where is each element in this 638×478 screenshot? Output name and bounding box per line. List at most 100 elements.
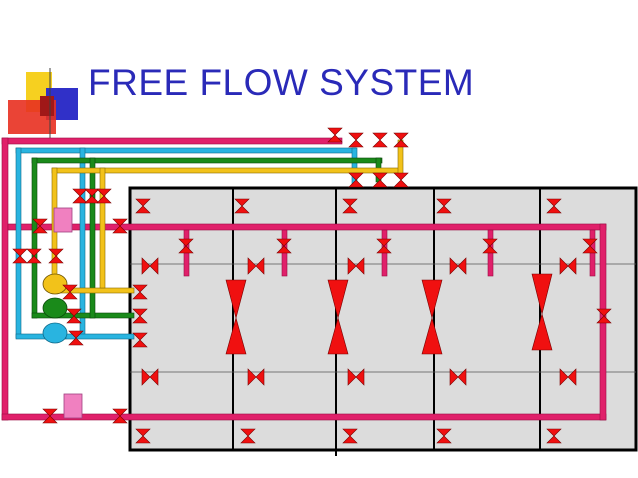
butterfly-valve-icon[interactable]	[347, 368, 365, 386]
butterfly-valve-icon[interactable]	[546, 198, 562, 214]
butterfly-valve-icon[interactable]	[347, 257, 365, 275]
nozzle-icon-1-bottom[interactable]	[225, 316, 247, 355]
butterfly-valve-icon[interactable]	[559, 368, 577, 386]
butterfly-valve-icon[interactable]	[234, 198, 250, 214]
green-pipe	[31, 157, 383, 319]
butterfly-valve-icon[interactable]	[449, 368, 467, 386]
valve-shape	[72, 188, 88, 204]
valve-shape	[582, 238, 598, 254]
butterfly-valve-icon[interactable]	[342, 198, 358, 214]
valve-shape	[393, 172, 409, 188]
butterfly-valve-icon[interactable]	[68, 330, 84, 346]
pink-top-pipe	[1, 137, 343, 145]
valve-shape	[449, 368, 467, 386]
butterfly-valve-icon[interactable]	[482, 238, 498, 254]
nozzle-icon-2-top[interactable]	[327, 279, 349, 320]
butterfly-valve-icon[interactable]	[132, 332, 148, 348]
filter-icon-upper[interactable]	[53, 207, 73, 233]
valve-shape	[132, 284, 148, 300]
valve-shape	[347, 257, 365, 275]
butterfly-valve-icon[interactable]	[48, 248, 64, 264]
pink-left-pipe	[1, 137, 9, 421]
butterfly-valve-icon[interactable]	[372, 172, 388, 188]
pump-icon-cyan[interactable]	[42, 322, 68, 344]
pump-icon-green[interactable]	[42, 297, 68, 319]
pink-bottom-pipe	[1, 413, 607, 421]
butterfly-valve-icon[interactable]	[376, 238, 392, 254]
valve-shape	[372, 172, 388, 188]
filter-icon-lower[interactable]	[63, 393, 83, 419]
nozzle-icon-4-bottom[interactable]	[531, 312, 553, 351]
butterfly-valve-icon[interactable]	[112, 218, 128, 234]
butterfly-valve-icon[interactable]	[393, 172, 409, 188]
valve-shape	[436, 198, 452, 214]
valve-shape	[62, 284, 78, 300]
butterfly-valve-icon[interactable]	[436, 198, 452, 214]
butterfly-valve-icon[interactable]	[72, 188, 88, 204]
butterfly-valve-icon[interactable]	[141, 368, 159, 386]
valve-shape	[348, 172, 364, 188]
valve-shape	[178, 238, 194, 254]
nozzles	[225, 273, 553, 355]
green-inner-riser	[89, 157, 96, 319]
pumps	[42, 273, 68, 344]
title-accent	[8, 68, 78, 138]
butterfly-valve-icon[interactable]	[26, 248, 42, 264]
butterfly-valve-icon[interactable]	[135, 198, 151, 214]
butterfly-valve-icon[interactable]	[112, 408, 128, 424]
butterfly-valve-icon[interactable]	[327, 127, 343, 143]
valve-shape	[546, 198, 562, 214]
butterfly-valve-icon[interactable]	[546, 428, 562, 444]
butterfly-valve-icon[interactable]	[66, 308, 82, 324]
valve-shape	[436, 428, 452, 444]
butterfly-valve-icon[interactable]	[12, 248, 28, 264]
butterfly-valve-icon[interactable]	[135, 428, 151, 444]
butterfly-valve-icon[interactable]	[32, 218, 48, 234]
valve-shape	[96, 188, 112, 204]
butterfly-valve-icon[interactable]	[436, 428, 452, 444]
butterfly-valve-icon[interactable]	[96, 188, 112, 204]
butterfly-valve-icon[interactable]	[132, 284, 148, 300]
butterfly-valve-icon[interactable]	[247, 368, 265, 386]
butterfly-valve-icon[interactable]	[582, 238, 598, 254]
butterfly-valve-icon[interactable]	[42, 408, 58, 424]
butterfly-valve-icon[interactable]	[240, 428, 256, 444]
nozzle-icon-1-top[interactable]	[225, 279, 247, 320]
butterfly-valve-icon[interactable]	[348, 132, 364, 148]
butterfly-valve-icon[interactable]	[84, 188, 100, 204]
butterfly-valve-icon[interactable]	[342, 428, 358, 444]
nozzle-icon-3-top[interactable]	[421, 279, 443, 320]
butterfly-valve-icon[interactable]	[348, 172, 364, 188]
green-left-pipe	[31, 157, 38, 319]
butterfly-valve-icon[interactable]	[449, 257, 467, 275]
butterfly-valve-icon[interactable]	[178, 238, 194, 254]
nozzle-icon-2-bottom[interactable]	[327, 316, 349, 355]
butterfly-valve-icon[interactable]	[372, 132, 388, 148]
butterfly-valve-icon[interactable]	[596, 308, 612, 324]
valve-shape	[84, 188, 100, 204]
valve-shape	[42, 408, 58, 424]
valve-shape	[66, 308, 82, 324]
butterfly-valve-icon[interactable]	[247, 257, 265, 275]
butterfly-valve-icon[interactable]	[559, 257, 577, 275]
nozzle-icon-3-bottom[interactable]	[421, 316, 443, 355]
valve-shape	[112, 218, 128, 234]
butterfly-valve-icon[interactable]	[276, 238, 292, 254]
butterfly-valve-icon[interactable]	[62, 284, 78, 300]
cyan-top-pipe	[15, 147, 357, 154]
pump-icon-yellow[interactable]	[42, 273, 68, 295]
valve-shape	[342, 198, 358, 214]
valve-shape	[449, 257, 467, 275]
valve-shape	[559, 257, 577, 275]
valve-shape	[132, 308, 148, 324]
valve-shape	[559, 368, 577, 386]
valve-shape	[141, 257, 159, 275]
butterfly-valve-icon[interactable]	[393, 132, 409, 148]
butterfly-valve-icon[interactable]	[141, 257, 159, 275]
green-to-basin	[31, 312, 135, 319]
valve-shape	[247, 368, 265, 386]
accent-dark-red-block	[40, 96, 54, 116]
valve-shape	[347, 368, 365, 386]
nozzle-icon-4-top[interactable]	[531, 273, 553, 315]
butterfly-valve-icon[interactable]	[132, 308, 148, 324]
